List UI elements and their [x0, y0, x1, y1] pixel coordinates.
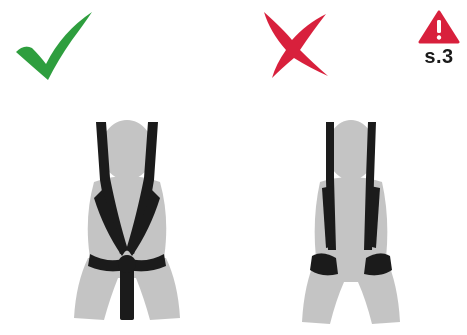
warning-badge: s.3	[418, 10, 460, 68]
page-reference: s.3	[418, 46, 460, 68]
child-figure-correct-harness	[66, 118, 188, 335]
cross-mark-icon	[254, 10, 328, 80]
child-figure-incorrect-harness	[292, 118, 410, 335]
check-mark-icon	[14, 8, 96, 82]
child-silhouette	[302, 120, 400, 324]
warning-triangle-icon	[418, 10, 460, 44]
